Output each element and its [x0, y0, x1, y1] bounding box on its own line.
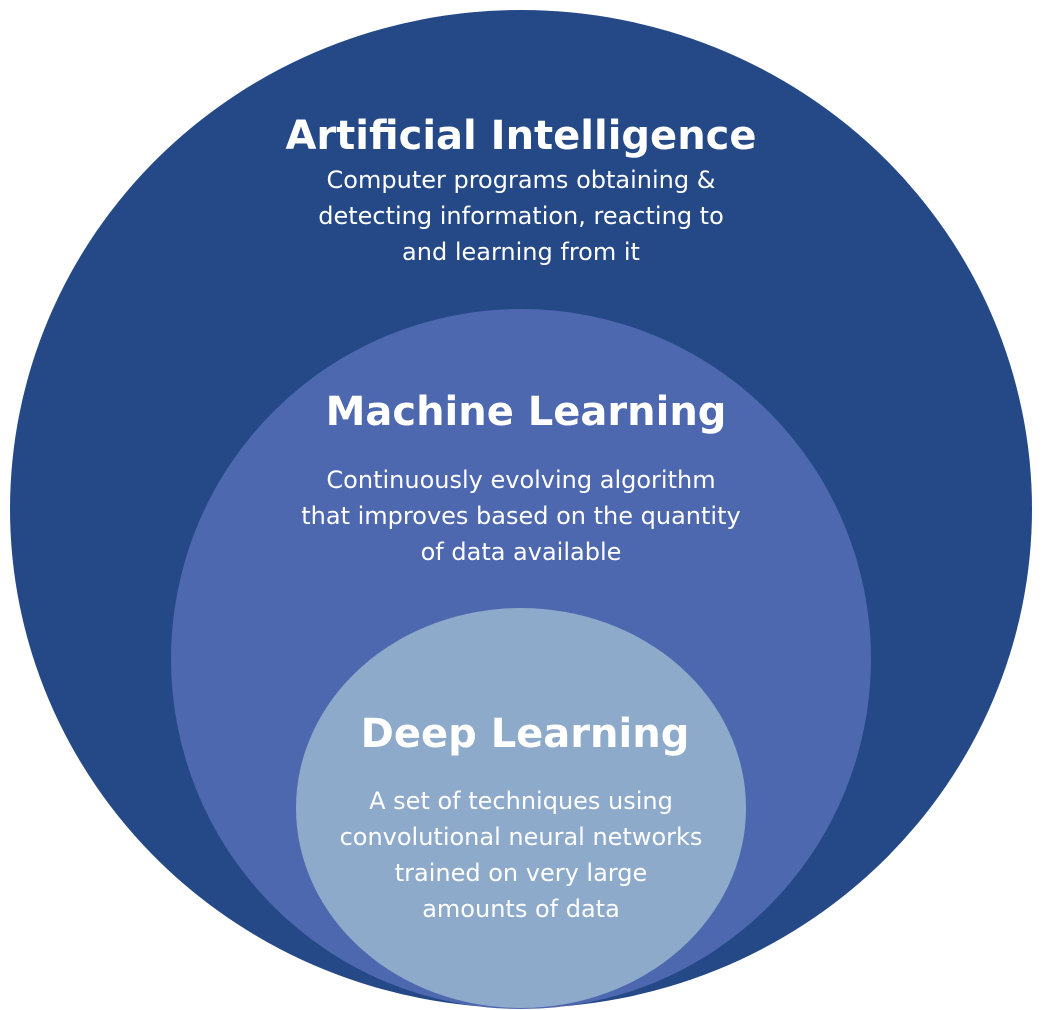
dl-description: A set of techniques using convolutional … — [221, 783, 821, 927]
ml-description-line: of data available — [420, 538, 622, 566]
ml-description-line: that improves based on the quantity — [301, 502, 741, 530]
dl-circle — [296, 608, 746, 1008]
ml-title: Machine Learning — [325, 389, 727, 435]
dl-description-line: A set of techniques using — [369, 787, 673, 815]
dl-title: Deep Learning — [360, 711, 690, 757]
ai-description-line: and learning from it — [402, 238, 640, 266]
dl-description-line: amounts of data — [422, 895, 620, 923]
ai-title: Artificial Intelligence — [285, 113, 757, 159]
dl-description-line: trained on very large — [394, 859, 648, 887]
ai-description: Computer programs obtaining & detecting … — [221, 162, 821, 270]
ai-description-line: detecting information, reacting to — [318, 202, 724, 230]
ml-description: Continuously evolving algorithm that imp… — [221, 462, 821, 570]
ai-description-line: Computer programs obtaining & — [326, 166, 716, 194]
dl-description-line: convolutional neural networks — [339, 823, 703, 851]
ml-description-line: Continuously evolving algorithm — [326, 466, 716, 494]
